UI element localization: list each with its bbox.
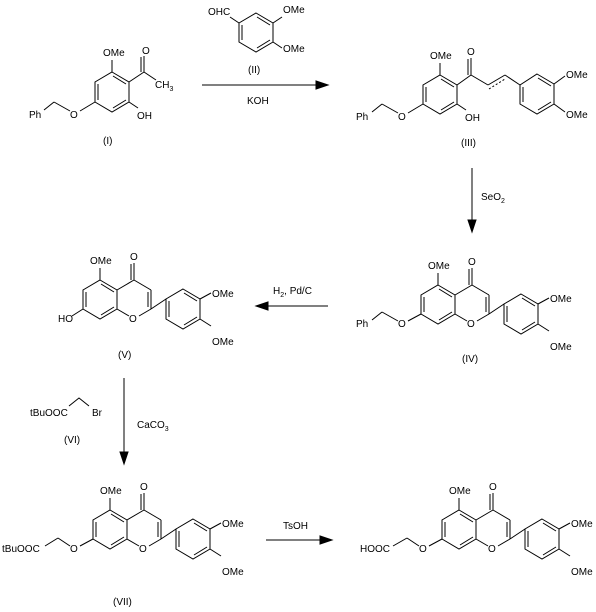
aldehyde-label: OHC — [208, 7, 230, 18]
carbonyl-oxygen-label: O — [140, 482, 148, 493]
reagent-koh: KOH — [247, 96, 269, 107]
carbonyl-oxygen-label: O — [489, 482, 497, 493]
arrow-step-4 — [119, 378, 129, 466]
reagent-h2-pdc: H2, Pd/C — [273, 286, 312, 299]
methoxy-label: OMe — [566, 70, 588, 81]
compound-VI-bonds — [68, 397, 90, 407]
methoxy-label: OMe — [550, 342, 572, 353]
carboxylic-acid-label: HOOC — [360, 544, 390, 555]
methoxy-label: OMe — [222, 567, 244, 578]
compound-V-label: (V) — [118, 350, 131, 361]
methoxy-label: OMe — [222, 519, 244, 530]
phenyl-label: Ph — [356, 319, 368, 330]
methoxy-label: OMe — [428, 261, 450, 272]
compound-VII-label: (VII) — [113, 597, 132, 608]
carbonyl-oxygen-label: O — [467, 47, 475, 58]
hydroxyl-label: OH — [465, 113, 480, 124]
ring-oxygen-label: O — [467, 319, 475, 330]
compound-VII-bonds — [44, 493, 222, 560]
methoxy-label: OMe — [212, 337, 234, 348]
ether-oxygen-label: O — [70, 110, 78, 121]
ether-oxygen-label: O — [70, 544, 78, 555]
hydroxyl-label: OH — [137, 111, 152, 122]
hydroxyl-label: HO — [58, 314, 73, 325]
compound-IV-bonds — [371, 268, 550, 335]
compound-II: OHC OMe OMe (II) — [208, 5, 305, 76]
ether-oxygen-label: O — [398, 319, 406, 330]
compound-final-bonds — [392, 493, 571, 560]
compound-III-label: (III) — [461, 138, 476, 149]
reagent-seo2: SeO2 — [481, 192, 505, 205]
arrow-step-1 — [202, 80, 330, 90]
compound-II-label: (II) — [248, 65, 260, 76]
ester-label: tBuOOC — [2, 544, 40, 555]
reagent-tsoh: TsOH — [283, 521, 308, 532]
compound-IV-label: (IV) — [462, 354, 478, 365]
arrow-step-5 — [266, 535, 334, 545]
compound-VI: tBuOOC Br (VI) — [30, 397, 103, 446]
methoxy-label: OMe — [449, 486, 471, 497]
methoxy-label: OMe — [283, 44, 305, 55]
bromine-label: Br — [92, 408, 103, 419]
compound-V-bonds — [71, 263, 212, 330]
phenyl-label: Ph — [29, 110, 41, 121]
methoxy-label: OMe — [283, 5, 305, 16]
compound-final-acid: OMe O O OMe OMe O HOOC — [360, 482, 593, 578]
methoxy-label: OMe — [571, 567, 593, 578]
ester-label: tBuOOC — [30, 408, 68, 419]
ring-oxygen-label: O — [139, 544, 147, 555]
methoxy-label: OMe — [103, 48, 125, 59]
ring-oxygen-label: O — [129, 314, 137, 325]
methoxy-label: OMe — [571, 519, 593, 530]
reagent-caco3: CaCO3 — [137, 420, 169, 433]
carbonyl-oxygen-label: O — [142, 46, 150, 57]
carbonyl-oxygen-label: O — [130, 252, 138, 263]
methoxy-label: OMe — [550, 294, 572, 305]
methyl-label: CH3 — [155, 80, 173, 93]
arrow-step-3 — [254, 301, 328, 311]
methoxy-label: OMe — [212, 289, 234, 300]
carbonyl-oxygen-label: O — [468, 257, 476, 268]
compound-VI-label: (VI) — [64, 435, 80, 446]
compound-I-bonds — [43, 56, 157, 113]
ether-oxygen-label: O — [398, 112, 406, 123]
arrow-step-2 — [467, 168, 477, 234]
compound-VII: OMe O O OMe OMe O tBuOOC (VII) — [2, 482, 244, 608]
compound-V: OMe O O OMe OMe HO (V) — [58, 252, 234, 361]
methoxy-label: OMe — [100, 486, 122, 497]
ether-oxygen-label: O — [419, 544, 427, 555]
compound-III: OMe O OMe OMe OH O Ph (III) — [356, 47, 588, 149]
methoxy-label: OMe — [566, 110, 588, 121]
phenyl-label: Ph — [356, 112, 368, 123]
compound-III-bonds — [371, 58, 566, 115]
compound-I-label: (I) — [103, 136, 112, 147]
methoxy-label: OMe — [90, 256, 112, 267]
compound-IV: OMe O O OMe OMe O Ph (IV) — [356, 257, 572, 365]
compound-I: OMe O CH3 OH O Ph (I) — [29, 46, 173, 147]
methoxy-label: OMe — [430, 51, 452, 62]
compound-II-bonds — [229, 12, 283, 53]
ring-oxygen-label: O — [488, 544, 496, 555]
